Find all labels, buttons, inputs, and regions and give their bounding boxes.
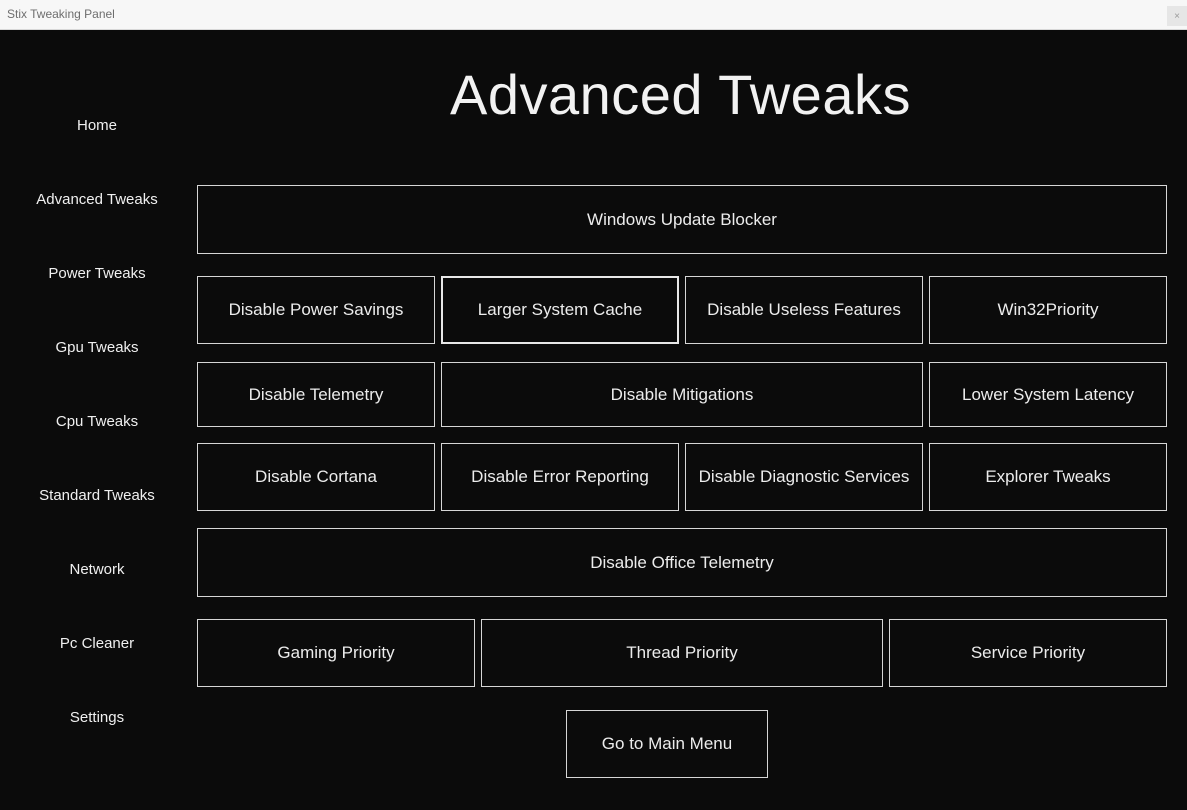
sidebar-item-pc-cleaner[interactable]: Pc Cleaner	[59, 635, 135, 652]
disable-cortana-button[interactable]: Disable Cortana	[197, 443, 435, 511]
disable-mitigations-button[interactable]: Disable Mitigations	[441, 362, 923, 427]
window-title: Stix Tweaking Panel	[7, 7, 115, 21]
sidebar-item-network[interactable]: Network	[69, 561, 125, 578]
sidebar-item-settings[interactable]: Settings	[69, 709, 125, 726]
title-bar: Stix Tweaking Panel ×	[0, 0, 1187, 30]
disable-diagnostic-services-button[interactable]: Disable Diagnostic Services	[685, 443, 923, 511]
sidebar-item-cpu-tweaks[interactable]: Cpu Tweaks	[55, 413, 139, 430]
thread-priority-button[interactable]: Thread Priority	[481, 619, 883, 687]
explorer-tweaks-button[interactable]: Explorer Tweaks	[929, 443, 1167, 511]
lower-system-latency-button[interactable]: Lower System Latency	[929, 362, 1167, 427]
disable-telemetry-button[interactable]: Disable Telemetry	[197, 362, 435, 427]
larger-system-cache-button[interactable]: Larger System Cache	[441, 276, 679, 344]
sidebar-item-standard-tweaks[interactable]: Standard Tweaks	[39, 487, 155, 504]
disable-useless-features-button[interactable]: Disable Useless Features	[685, 276, 923, 344]
disable-error-reporting-button[interactable]: Disable Error Reporting	[441, 443, 679, 511]
windows-update-blocker-button[interactable]: Windows Update Blocker	[197, 185, 1167, 254]
sidebar-item-gpu-tweaks[interactable]: Gpu Tweaks	[55, 339, 139, 356]
service-priority-button[interactable]: Service Priority	[889, 619, 1167, 687]
sidebar-item-power-tweaks[interactable]: Power Tweaks	[48, 265, 146, 282]
close-icon[interactable]: ×	[1167, 6, 1187, 26]
gaming-priority-button[interactable]: Gaming Priority	[197, 619, 475, 687]
sidebar-item-home[interactable]: Home	[76, 117, 117, 134]
disable-office-telemetry-button[interactable]: Disable Office Telemetry	[197, 528, 1167, 597]
disable-power-savings-button[interactable]: Disable Power Savings	[197, 276, 435, 344]
page-title: Advanced Tweaks	[450, 63, 911, 126]
go-to-main-menu-button[interactable]: Go to Main Menu	[566, 710, 768, 778]
sidebar-item-advanced-tweaks[interactable]: Advanced Tweaks	[36, 191, 158, 208]
win32priority-button[interactable]: Win32Priority	[929, 276, 1167, 344]
